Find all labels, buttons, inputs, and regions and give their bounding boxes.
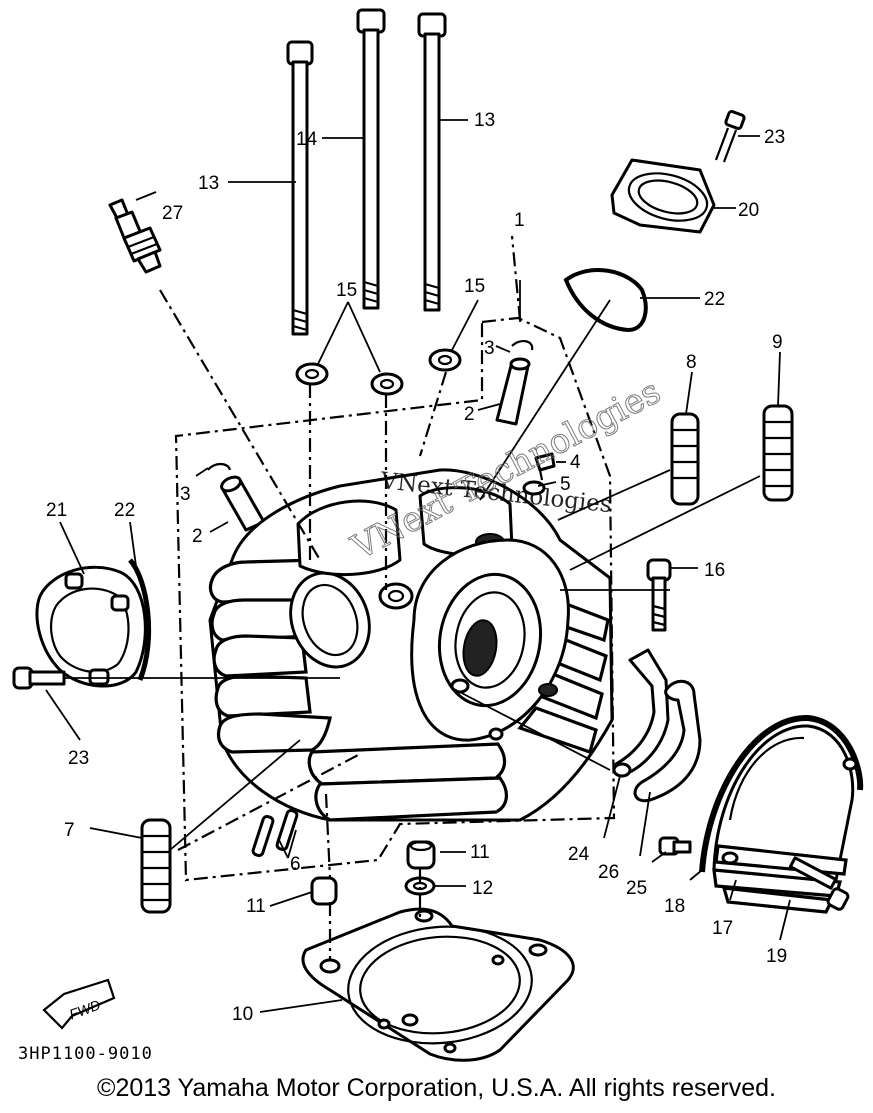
valve-guide-2-upper xyxy=(495,357,531,426)
screw-4 xyxy=(534,452,556,481)
side-cover-21 xyxy=(35,558,152,688)
head-bolt-13-left xyxy=(286,40,314,336)
callout-16: 16 xyxy=(704,560,725,581)
callout-3-upper: 3 xyxy=(484,338,495,359)
callout-21: 21 xyxy=(46,500,67,521)
callout-4: 4 xyxy=(570,452,581,473)
callout-25: 25 xyxy=(626,878,647,899)
callout-11-right: 11 xyxy=(470,842,490,863)
o-ring-22-top xyxy=(563,267,648,333)
bolt-23-left xyxy=(12,666,66,690)
callout-5: 5 xyxy=(560,474,571,495)
callout-3-lower: 3 xyxy=(180,484,191,505)
bolt-23-top xyxy=(714,110,746,163)
bolt-25 xyxy=(658,836,692,856)
dowel-9 xyxy=(762,404,794,502)
callout-8: 8 xyxy=(686,352,697,373)
callout-22-top: 22 xyxy=(704,289,725,310)
dowel-7 xyxy=(140,818,172,914)
gasket-26 xyxy=(633,679,702,803)
circlip-3-upper xyxy=(511,340,534,351)
bolt-16 xyxy=(646,558,672,632)
drawing-part-code: 3HP1100-9010 xyxy=(18,1044,153,1064)
callout-1: 1 xyxy=(514,210,525,231)
callout-24: 24 xyxy=(568,844,590,865)
assembly-boundary-1 xyxy=(174,316,616,882)
dowel-11-left xyxy=(310,876,338,906)
callout-15-left: 15 xyxy=(336,280,357,301)
callout-11-left: 11 xyxy=(246,896,266,917)
callout-23-left: 23 xyxy=(68,748,89,769)
circlip-3-lower xyxy=(207,462,232,471)
dowel-8 xyxy=(670,412,700,506)
callout-23-top: 23 xyxy=(764,127,785,148)
spark-plug-27 xyxy=(108,198,162,274)
washers-15 xyxy=(295,348,462,396)
head-bolt-13-right xyxy=(417,12,447,312)
callout-26: 26 xyxy=(598,862,619,883)
dowel-11-right xyxy=(406,840,436,870)
callout-6: 6 xyxy=(290,854,301,875)
head-gasket-10 xyxy=(301,907,575,1062)
callout-13-left: 13 xyxy=(198,173,219,194)
callout-12: 12 xyxy=(472,878,493,899)
callout-20: 20 xyxy=(738,200,759,221)
valve-guide-2-lower xyxy=(220,475,266,532)
callout-14: 14 xyxy=(296,129,318,150)
callout-7: 7 xyxy=(64,820,75,841)
bolt-19 xyxy=(788,856,850,911)
dowel-pins-6 xyxy=(251,808,299,858)
callout-2-lower: 2 xyxy=(192,526,203,547)
callout-19: 19 xyxy=(766,946,787,967)
callout-27: 27 xyxy=(162,203,183,224)
callout-13-right: 13 xyxy=(474,110,495,131)
callout-17: 17 xyxy=(712,918,733,939)
callout-22-left: 22 xyxy=(114,500,135,521)
callout-15-right: 15 xyxy=(464,276,485,297)
callout-9: 9 xyxy=(772,332,783,353)
fwd-arrow-icon: FWD xyxy=(42,978,116,1030)
callout-18: 18 xyxy=(664,896,685,917)
cover-20 xyxy=(610,158,716,234)
head-bolt-14 xyxy=(356,8,386,310)
bracket-24 xyxy=(612,648,670,778)
callout-2-upper: 2 xyxy=(464,404,475,425)
tappet-cover-17 xyxy=(699,714,864,914)
callout-10: 10 xyxy=(232,1004,253,1025)
copyright-notice: ©2013 Yamaha Motor Corporation, U.S.A. A… xyxy=(97,1074,776,1102)
